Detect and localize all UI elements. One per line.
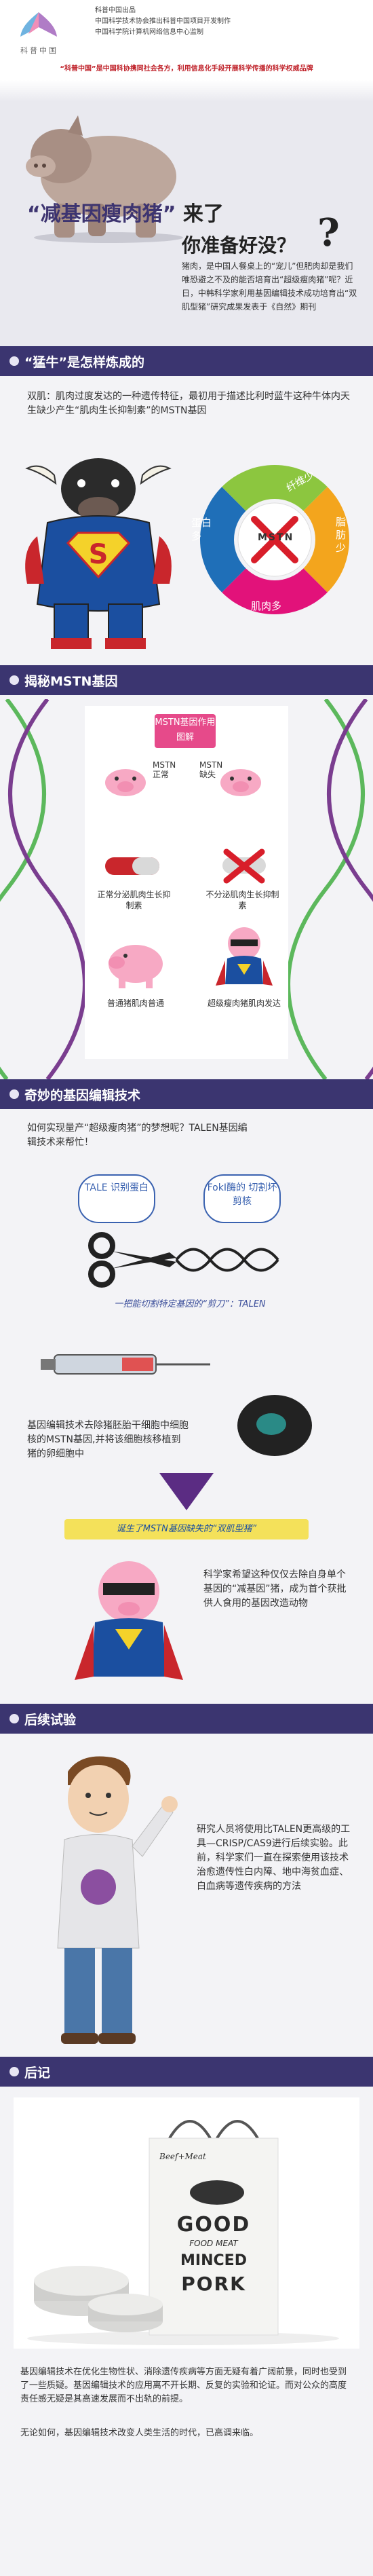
hope-text: 科学家希望这种仅仅去除自身单个基因的“减基因”猪，成为首个获批供人食用的基因改造… — [203, 1569, 347, 1609]
section-gene-editing: 奇妙的基因编辑技术 如何实现量产“超级瘦肉猪”的梦想呢？TALEN基因编辑技术来… — [0, 1079, 373, 1704]
meat-bag-icon — [27, 2120, 339, 2345]
double-muscle-pig-banner: 诞生了MSTN基因缺失的“双肌型猪” — [64, 1519, 309, 1539]
bag-line1: GOOD — [176, 2213, 251, 2237]
hero-title-part1: “减基因瘦肉猪” — [27, 202, 176, 226]
ring-seg-pink: 肌肉多 — [251, 600, 282, 612]
super-pig-hero-icon — [75, 1561, 183, 1680]
pig-head-icon — [220, 769, 261, 796]
muscular-pig-icon — [26, 115, 183, 243]
cell-icon — [237, 1395, 312, 1456]
tagline: “科普中国”是中国科协携同社会各方，利用信息化手段开展科学传播的科学权威品牌 — [60, 65, 313, 73]
epilogue-paragraph-2: 无论如何，基因编辑技术改变人类生活的时代，已高调来临。 — [20, 2428, 259, 2438]
hero-intro: 猪肉，是中国人餐桌上的“宠儿”但肥肉却是我们唯恐避之不及的能否培育出“超级瘦肉猪… — [182, 261, 357, 312]
credit-line: 科普中国出品 — [95, 7, 136, 14]
credit-line: 中国科学院计算机网络信息中心监制 — [95, 29, 203, 36]
section-title: 揭秘MSTN基因 — [24, 673, 118, 689]
section-mstn: 揭秘MSTN基因 MSTN基因作用图解 MSTN正常 MSTN缺失 — [0, 665, 373, 1079]
pin-icon — [9, 1089, 19, 1099]
section-followup: 后续试验 研究人员将使用比TALEN更高级的工具—CRISP/CAS9进行后续实… — [0, 1704, 373, 2057]
pin-icon — [9, 675, 19, 685]
ring-seg-orange: 脂肪少 — [336, 516, 347, 554]
tale-badge: TALE 识别蛋白 — [78, 1174, 155, 1223]
hero-section: “减基因瘦肉猪” 来了 你准备好没？ ? 猪肉，是中国人餐桌上的“宠儿”但肥肉却… — [0, 102, 373, 346]
diagram-title: MSTN基因作用图解 — [155, 714, 216, 748]
question-mark: ? — [317, 210, 340, 255]
talen-question: 如何实现量产“超级瘦肉猪”的梦想呢？TALEN基因编辑技术来帮忙！ — [27, 1123, 248, 1148]
capsule-icon — [105, 857, 159, 875]
pin-icon — [9, 1714, 19, 1723]
ring-center-label: MSTN — [258, 532, 294, 543]
credit-line: 中国科学技术协会推出科普中国项目开发制作 — [95, 18, 231, 25]
section-epilogue: 后记 Beef+Meat GOOD FOOD MEAT MINCED PORK — [0, 2057, 373, 2576]
right-protein-label: 不分泌肌肉生长抑制素 — [205, 890, 279, 910]
crossed-capsule-icon — [222, 848, 266, 884]
scissor-dna-icon — [88, 1232, 279, 1288]
pin-icon — [9, 2067, 19, 2076]
super-pig-icon — [216, 927, 273, 986]
section-title: “猛牛”是怎样炼成的 — [24, 354, 144, 370]
scientist-icon — [57, 1756, 178, 2044]
section-bar-followup: 后续试验 — [0, 1704, 373, 1734]
section-bar-epilogue: 后记 — [0, 2057, 373, 2087]
foki-badge: FokⅠ酶的 切割坏剪核 — [203, 1174, 281, 1223]
logo-text: 科普中国 — [20, 46, 58, 55]
left-pig-label: 普通猪肌肉普通 — [106, 998, 164, 1008]
bag-brand: Beef+Meat — [159, 2152, 206, 2161]
credits: 科普中国出品 中国科学技术协会推出科普中国项目开发制作 中国科学院计算机网络信息… — [95, 5, 366, 38]
hero-title-part2: 来了 — [182, 202, 224, 226]
superman-bull-icon: S — [25, 458, 172, 649]
right-pig-label: 超级瘦肉猪肌肉发达 — [207, 998, 281, 1008]
diagram-card — [85, 706, 288, 1059]
mstn-ring-diagram — [200, 465, 349, 614]
section-bar-bull: “猛牛”是怎样炼成的 — [0, 346, 373, 376]
pin-icon — [9, 356, 19, 366]
section-bar-editing: 奇妙的基因编辑技术 — [0, 1079, 373, 1109]
section-title: 后记 — [24, 2065, 51, 2080]
dna-strand-icon — [0, 699, 373, 1079]
bag-line2: FOOD MEAT — [189, 2239, 238, 2248]
inject-text: 基因编辑技术去除猪胚胎干细胞中细胞核的MSTN基因,并将该细胞核移植到猪的卵细胞… — [27, 1420, 189, 1459]
left-protein-label: 正常分泌肌肉生长抑制素 — [97, 890, 171, 910]
epilogue-paragraph-1: 基因编辑技术在优化生物性状、消除遗传疾病等方面无疑有着广阔前景，同时也受到了一些… — [20, 2367, 347, 2404]
hero-subtitle: 你准备好没？ — [182, 234, 296, 257]
left-gene-label: MSTN正常 — [153, 760, 176, 779]
section-bar-mstn: 揭秘MSTN基因 — [0, 665, 373, 695]
section-bull: “猛牛”是怎样炼成的 双肌：肌肉过度发达的一种遗传特征，最初用于描述比利时蓝牛这… — [0, 346, 373, 665]
double-muscle-text: 双肌：肌肉过度发达的一种遗传特征，最初用于描述比利时蓝牛这种牛体内天生缺少产生“… — [27, 391, 350, 416]
header: 科普中国 科普中国出品 中国科学技术协会推出科普中国项目开发制作 中国科学院计算… — [0, 0, 373, 102]
talen-caption: 一把能切割特定基因的“剪刀”：TALEN — [114, 1299, 266, 1309]
kepu-logo-icon — [20, 12, 57, 37]
ring-seg-blue: 蛋白多 — [191, 517, 212, 542]
bag-line3: MINCED — [180, 2252, 247, 2269]
bag-line4: PORK — [181, 2273, 246, 2295]
product-photo: Beef+Meat GOOD FOOD MEAT MINCED PORK — [14, 2097, 359, 2349]
section-title: 奇妙的基因编辑技术 — [24, 1087, 141, 1103]
pig-head-icon — [105, 769, 146, 796]
right-gene-label: MSTN缺失 — [199, 760, 223, 779]
followup-text: 研究人员将使用比TALEN更高级的工具—CRISP/CAS9进行后续实验。此前，… — [197, 1824, 351, 1892]
svg-text:S: S — [89, 539, 109, 570]
arrow-down-icon — [159, 1473, 214, 1510]
syringe-icon — [41, 1354, 210, 1375]
section-title: 后续试验 — [24, 1712, 77, 1728]
normal-pig-icon — [109, 945, 163, 988]
hero-title: “减基因瘦肉猪” 来了 — [27, 197, 224, 227]
